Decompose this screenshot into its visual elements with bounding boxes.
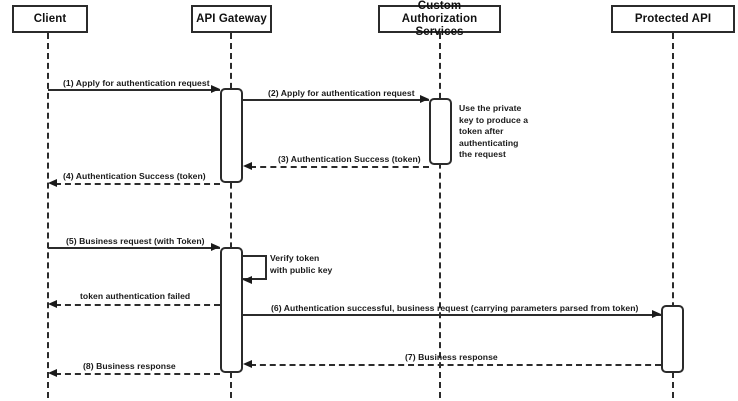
message-7-arrowhead (243, 359, 252, 368)
participant-custom-authorization-services-label: Custom Authorization Services (401, 0, 478, 38)
message-3-arrowhead (243, 161, 252, 170)
message-2-arrowhead (420, 94, 429, 103)
message-1-line (48, 89, 220, 91)
message-5-line (48, 247, 220, 249)
participant-protected-api-label: Protected API (634, 12, 712, 25)
self-message-verify-token-line-1: Verify token (270, 253, 320, 263)
message-6-line (243, 314, 661, 316)
self-message-verify-token-line-2: with public key (270, 264, 333, 275)
participant-client-label: Client (33, 12, 67, 25)
participant-protected-api[interactable]: Protected API (611, 5, 735, 33)
note-private-key: Use the private key to produce a token a… (459, 103, 539, 161)
message-3-label: (3) Authentication Success (token) (278, 154, 421, 164)
message-4-line (55, 183, 220, 185)
message-1-label: (1) Apply for authentication request (63, 78, 210, 88)
activation-api-gateway-business (220, 247, 243, 373)
message-5-arrowhead (211, 242, 220, 251)
activation-protected-api (661, 305, 684, 373)
message-8-line (55, 373, 220, 375)
lifeline-protected-api (672, 33, 674, 398)
participant-api-gateway[interactable]: API Gateway (191, 5, 272, 33)
message-4-label: (4) Authentication Success (token) (63, 171, 206, 181)
participant-api-gateway-label: API Gateway (196, 12, 267, 25)
message-8-label: (8) Business response (83, 361, 176, 371)
message-6-label: (6) Authentication successful, business … (271, 303, 639, 313)
note-private-key-line-3: token after (459, 126, 504, 136)
note-private-key-line-1: Use the private (459, 103, 522, 113)
message-3-line (250, 166, 429, 168)
self-message-verify-token-label: Verify token with public key (270, 253, 332, 276)
note-private-key-line-5: the request (459, 149, 506, 159)
lifeline-client (47, 33, 49, 398)
message-7-line (250, 364, 661, 366)
participant-client[interactable]: Client (12, 5, 88, 33)
message-6-arrowhead (652, 309, 661, 318)
message-2-label: (2) Apply for authentication request (268, 88, 415, 98)
activation-custom-authorization-services (429, 98, 452, 165)
note-private-key-line-2: key to produce a (459, 114, 529, 125)
lifeline-api-gateway (230, 33, 232, 398)
message-2-line (243, 99, 429, 101)
message-1-arrowhead (211, 84, 220, 93)
activation-api-gateway-auth (220, 88, 243, 183)
message-5-label: (5) Business request (with Token) (66, 236, 205, 246)
message-7-label: (7) Business response (405, 352, 498, 362)
participant-custom-authorization-services[interactable]: Custom Authorization Services (378, 0, 501, 38)
self-message-verify-token-loop (243, 255, 267, 280)
lifeline-custom-authorization-services (439, 33, 441, 398)
message-token-auth-failed-line (55, 304, 220, 306)
note-private-key-line-4: authenticating (459, 137, 519, 148)
self-message-verify-token-arrowhead (243, 275, 252, 284)
message-token-auth-failed-label: token authentication failed (80, 291, 191, 301)
message-token-auth-failed-arrowhead (48, 299, 57, 308)
message-4-arrowhead (48, 178, 57, 187)
message-8-arrowhead (48, 368, 57, 377)
